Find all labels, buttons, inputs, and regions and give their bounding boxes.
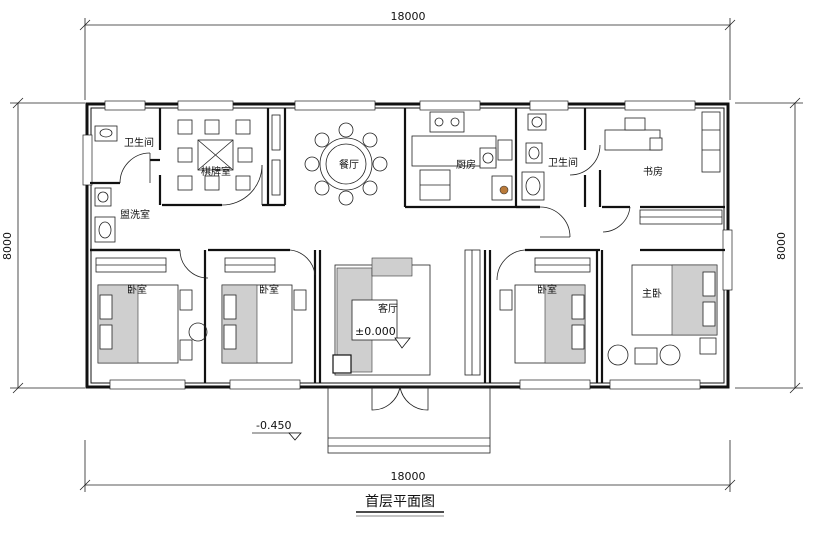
- bed-master: [607, 264, 718, 366]
- dining-label: 餐厅: [339, 158, 359, 171]
- dimension-bottom: 18000: [79, 440, 736, 492]
- plan-title: 首层平面图: [365, 494, 435, 510]
- left-height-label: 8000: [1, 232, 14, 260]
- dining-table: [304, 122, 388, 206]
- entrance-steps: [327, 386, 491, 454]
- right-height-label: 8000: [775, 232, 788, 260]
- toilet-right-label: 卫生间: [548, 156, 578, 169]
- toilet-left-fixtures: [94, 125, 118, 243]
- bedroom-1-label: 卧室: [127, 283, 147, 296]
- study-label: 书房: [643, 165, 663, 178]
- right-window: [722, 229, 733, 291]
- bedroom-2-label: 卧室: [259, 283, 279, 296]
- wardrobes: [95, 209, 723, 376]
- bed-1: [97, 284, 208, 364]
- top-width-label: 18000: [391, 10, 426, 23]
- top-windows: [104, 100, 696, 111]
- outdoor-level-marker: -0.450: [252, 419, 302, 441]
- bottom-windows: [109, 379, 701, 390]
- study-fixtures: [604, 111, 721, 173]
- mahjong-label: 棋牌室: [201, 165, 231, 178]
- drawing-title: 首层平面图: [356, 494, 444, 517]
- bed-2: [221, 284, 307, 364]
- master-bedroom-label: 主卧: [642, 287, 662, 300]
- dimension-top: 18000: [79, 10, 736, 100]
- dimension-left: 8000: [1, 97, 85, 394]
- floor-level-label: ±0.000: [355, 325, 396, 338]
- mahjong-table: [177, 114, 281, 196]
- kitchen-label: 厨房: [456, 158, 476, 171]
- toilet-right-fixtures: [521, 113, 547, 201]
- interior-walls: [90, 108, 725, 383]
- bedroom-3-label: 卧室: [537, 283, 557, 296]
- toilet-left-label: 卫生间: [124, 136, 154, 149]
- bed-3: [499, 284, 586, 364]
- laundry-label: 盥洗室: [120, 208, 150, 221]
- living-label: 客厅: [378, 302, 398, 315]
- door-swings: [119, 144, 631, 411]
- kitchen-fixtures: [411, 111, 513, 201]
- room-labels: 卫生间 棋牌室 餐厅 厨房 卫生间 书房 盥洗室 卧室 卧室 客厅 卧室 主卧: [120, 136, 663, 315]
- living-fixtures: [332, 257, 431, 376]
- bottom-width-label: 18000: [391, 470, 426, 483]
- dimension-right: 8000: [735, 97, 803, 394]
- left-window: [82, 134, 93, 186]
- outdoor-level-label: -0.450: [256, 419, 291, 432]
